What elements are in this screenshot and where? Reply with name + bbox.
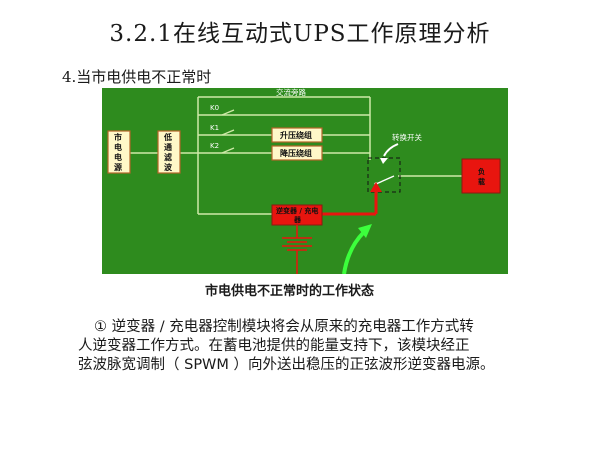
lowpass-box [157, 130, 181, 174]
switch-arrow [383, 143, 399, 157]
transfer-switch-contact [375, 175, 395, 185]
wiring [128, 96, 462, 215]
battery-symbol [282, 225, 312, 274]
boost-winding-box [271, 127, 323, 143]
mains-label: 市 电 电 源 [114, 132, 122, 172]
ups-diagram: K0 K1 K2 交流旁路 市 电 电 源 低 通 滤 波 升压绕组 降压绕组 … [102, 88, 508, 274]
svg-text:市: 市 [114, 132, 122, 142]
k2-label: K2 [210, 142, 219, 150]
svg-text:源: 源 [114, 162, 122, 172]
mains-box [107, 130, 131, 174]
k0-label: K0 [210, 104, 219, 112]
boost-winding-label: 升压绕组 [280, 130, 312, 140]
buck-winding-label: 降压绕组 [280, 148, 312, 158]
inverter-label-line2: 器 [293, 215, 302, 224]
buck-winding-box [271, 145, 323, 161]
svg-text:通: 通 [164, 142, 172, 152]
power-arrow-up [370, 182, 382, 192]
svg-text:低: 低 [163, 132, 172, 142]
paragraph-line-3: 弦波脉宽调制（ SPWM ）向外送出稳压的正弦波形逆变器电源。 [78, 357, 495, 373]
slide-subtitle: 4.当市电供电不正常时 [62, 68, 212, 86]
paragraph-line-1: ① 逆变器 / 充电器控制模块将会从原来的充电器工作方式转 [94, 319, 474, 335]
diagram-background [102, 88, 508, 274]
inverter-label-line1: 逆变器 / 充电 [276, 206, 318, 215]
diagram-caption: 市电供电不正常时的工作状态 [205, 284, 375, 299]
lowpass-label: 低 通 滤 波 [163, 132, 173, 172]
explanation-paragraph: ① 逆变器 / 充电器控制模块将会从原来的充电器工作方式转 人逆变器工作方式。在… [78, 318, 568, 375]
svg-text:电: 电 [114, 142, 122, 152]
switch-label: 转换开关 [392, 132, 422, 142]
svg-text:电: 电 [114, 152, 122, 162]
active-power-path [322, 188, 378, 216]
paragraph-line-2: 人逆变器工作方式。在蓄电池提供的能量支持下，该模块经正 [78, 338, 470, 354]
load-label-1: 负 [478, 167, 485, 176]
k-switches [221, 109, 235, 154]
svg-text:波: 波 [164, 162, 173, 172]
svg-text:滤: 滤 [164, 152, 172, 162]
k1-label: K1 [210, 124, 219, 132]
mode-arrow [342, 230, 366, 274]
slide-title: 3.2.1在线互动式UPS工作原理分析 [109, 21, 491, 47]
load-label-2: 载 [478, 177, 485, 186]
load-box [461, 158, 501, 194]
bypass-label: 交流旁路 [276, 88, 306, 97]
